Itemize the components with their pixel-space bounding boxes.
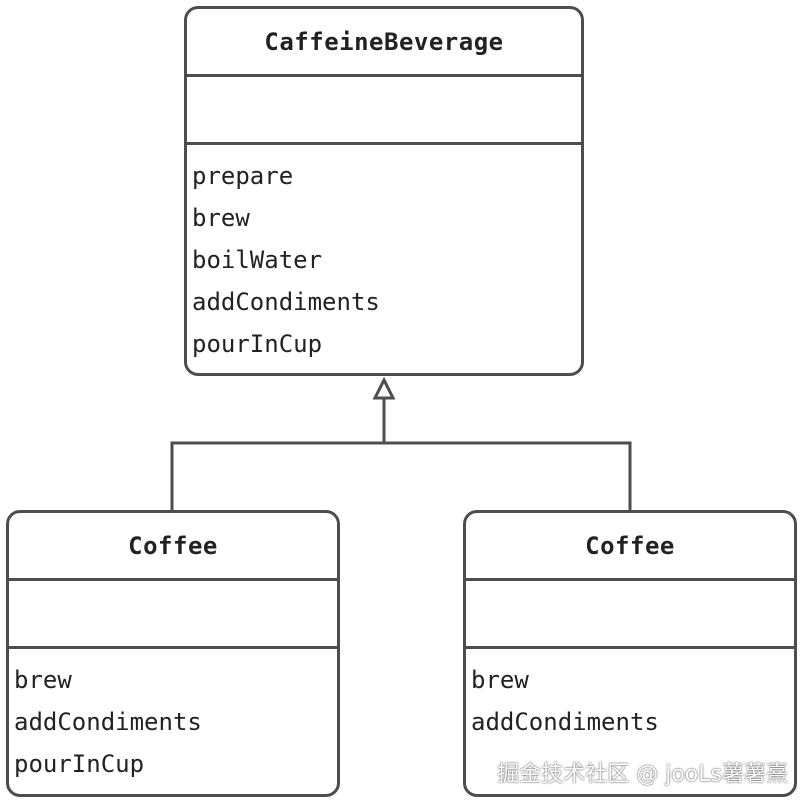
class-coffee-left: Coffee brew addCondiments pourInCup [6,510,340,797]
inheritance-arrowhead [372,376,396,400]
method-item: pourInCup [14,750,145,778]
methods-compartment: brew addCondiments [471,659,790,743]
class-divider-name [466,578,794,581]
method-item: boilWater [192,246,323,274]
method-item: addCondiments [471,708,659,736]
method-item: brew [471,666,529,694]
method-item: brew [192,204,250,232]
method-item: pourInCup [192,330,323,358]
method-item: brew [14,666,72,694]
method-item: addCondiments [192,288,380,316]
class-divider-name [187,74,581,77]
class-divider-name [9,578,337,581]
watermark-text: 掘金技术社区 @ jooLs薯薯熹 [497,762,788,787]
class-caffeine-beverage: CaffeineBeverage prepare brew boilWater … [184,6,584,376]
class-name: CaffeineBeverage [264,27,504,56]
class-divider-attributes [187,142,581,145]
attributes-compartment [466,581,794,646]
class-name: Coffee [585,531,675,560]
class-name: Coffee [128,531,218,560]
methods-compartment: prepare brew boilWater addCondiments pou… [192,155,577,365]
method-item: addCondiments [14,708,202,736]
connector-line-left [170,441,384,510]
class-divider-attributes [466,646,794,649]
class-divider-attributes [9,646,337,649]
attributes-compartment [187,77,581,142]
class-coffee-right: Coffee brew addCondiments [463,510,797,797]
methods-compartment: brew addCondiments pourInCup [14,659,333,785]
connector-line-right [384,441,632,510]
attributes-compartment [9,581,337,646]
method-item: prepare [192,162,294,190]
